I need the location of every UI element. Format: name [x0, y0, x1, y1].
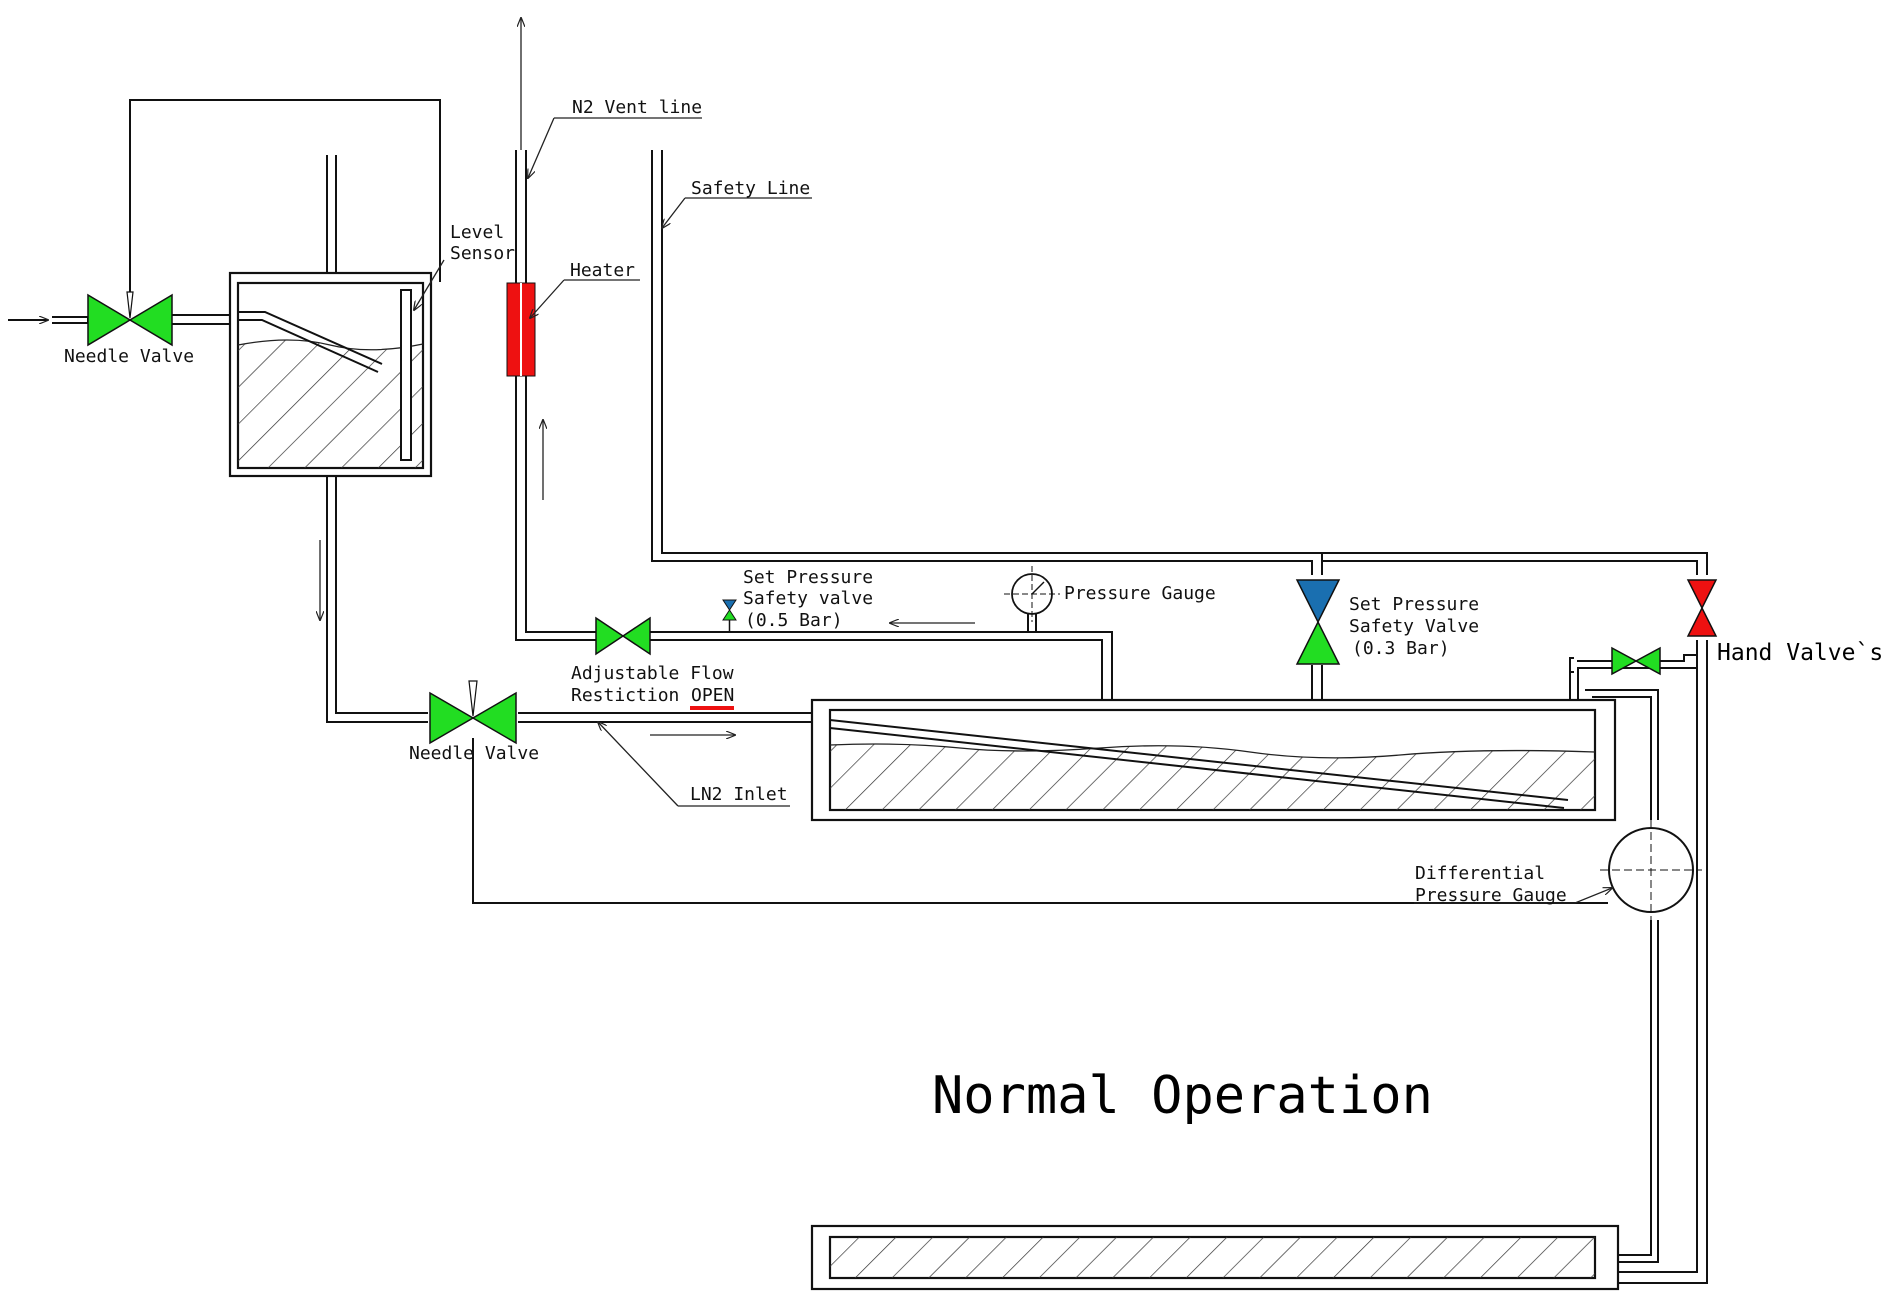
diagram-title: Normal Operation [932, 1066, 1433, 1126]
reservoir-vessel [228, 271, 433, 478]
set-pressure-05-label-3: (0.5 Bar) [745, 610, 843, 631]
safety-valve-03[interactable] [1295, 579, 1341, 665]
diff-gauge-label-2: Pressure Gauge [1415, 885, 1567, 906]
adjustable-flow-valve[interactable] [595, 616, 651, 656]
pressure-gauge [1004, 566, 1060, 632]
safety-valve-05[interactable] [722, 599, 737, 632]
set-pressure-05-label-1: Set Pressure [743, 567, 873, 588]
set-pressure-03-label-2: Safety Valve [1349, 616, 1479, 637]
set-pressure-05-label-2: Safety valve [743, 588, 873, 609]
bottom-dewar [810, 1224, 1620, 1291]
needle-valve-bottom[interactable] [429, 680, 517, 745]
adjustable-flow-label-1: Adjustable Flow [571, 663, 734, 684]
needle-valve-bottom-label: Needle Valve [409, 743, 539, 764]
heater-label: Heater [570, 260, 635, 281]
labels: Needle Valve Level Sensor N2 Vent line H… [64, 97, 1883, 1126]
main-dewar [810, 698, 1617, 822]
set-pressure-03-label-3: (0.3 Bar) [1352, 638, 1450, 659]
safety-line-label: Safety Line [691, 178, 810, 199]
hand-valves-label: Hand Valve`s [1717, 640, 1883, 666]
piping [8, 18, 1708, 1284]
adjustable-flow-label-2: Restiction [571, 685, 679, 706]
hand-valve-red[interactable] [1686, 579, 1718, 637]
adjustable-flow-open-label: OPEN [691, 685, 734, 706]
diff-gauge-label-1: Differential [1415, 863, 1545, 884]
pressure-gauge-label: Pressure Gauge [1064, 583, 1216, 604]
level-sensor-label-2: Sensor [450, 243, 515, 264]
needle-valve-top[interactable] [87, 291, 173, 347]
n2-vent-line-label: N2 Vent line [572, 97, 702, 118]
ln2-inlet-label: LN2 Inlet [690, 784, 788, 805]
hand-valve-green[interactable] [1611, 646, 1661, 676]
open-underline [690, 706, 734, 710]
set-pressure-03-label-1: Set Pressure [1349, 594, 1479, 615]
leader-lines [414, 117, 1612, 904]
level-sensor-label-1: Level [450, 222, 504, 243]
differential-pressure-gauge [1600, 820, 1702, 920]
heater [506, 282, 536, 377]
needle-valve-top-label: Needle Valve [64, 346, 194, 367]
